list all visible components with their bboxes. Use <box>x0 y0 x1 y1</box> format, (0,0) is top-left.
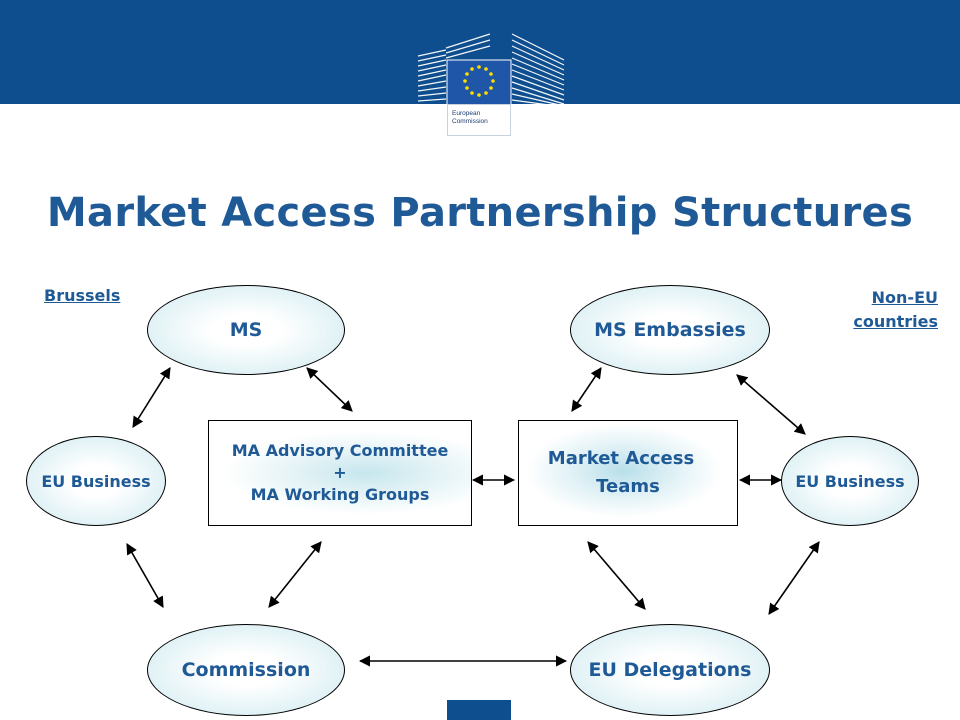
logo-caption: European Commission <box>447 104 511 136</box>
non-eu-line: Non-EU <box>871 288 938 307</box>
european-commission-logo <box>417 33 565 108</box>
arrow-ms-eubusiness <box>132 367 171 428</box>
arrow-teams-delegations <box>587 541 646 610</box>
node-eu-delegations: EU Delegations <box>570 624 770 716</box>
node-commission-label: Commission <box>181 659 311 681</box>
node-eu-business-right-label: EU Business <box>795 471 905 491</box>
logo-caption-line1: European <box>452 110 481 117</box>
arrow-embassies-teams <box>571 367 602 412</box>
node-ms-embassies: MS Embassies <box>570 285 770 375</box>
arrow-embassies-eubusiness <box>736 374 806 435</box>
node-teams-line2: Teams <box>596 476 660 497</box>
node-ms-embassies-label: MS Embassies <box>594 319 746 341</box>
arrow-eubusiness-delegations <box>768 541 820 615</box>
brussels-link[interactable]: Brussels <box>44 286 121 305</box>
node-commission: Commission <box>147 624 345 716</box>
arrow-ms-committee <box>306 367 353 412</box>
node-ma-committee-line2: + <box>333 463 347 482</box>
node-market-access-teams: Market Access Teams <box>518 420 738 526</box>
eu-stars-icon <box>463 65 495 97</box>
node-eu-business-left: EU Business <box>26 436 166 526</box>
node-teams-line1: Market Access <box>547 448 695 469</box>
logo-caption-line2: Commission <box>452 118 488 125</box>
node-eu-business-right: EU Business <box>781 436 919 526</box>
node-ms-label: MS <box>229 319 263 341</box>
countries-line: countries <box>853 312 938 331</box>
node-ma-committee: MA Advisory Committee + MA Working Group… <box>208 420 472 526</box>
arrow-eubusiness-commission <box>126 543 164 608</box>
node-ma-committee-line3: MA Working Groups <box>250 485 430 504</box>
node-eu-delegations-label: EU Delegations <box>588 659 752 681</box>
node-ms: MS <box>147 285 345 375</box>
page-title: Market Access Partnership Structures <box>46 190 914 236</box>
node-eu-business-left-label: EU Business <box>41 471 151 491</box>
arrow-committee-commission <box>268 541 322 608</box>
node-ma-committee-line1: MA Advisory Committee <box>231 441 449 460</box>
non-eu-countries-link[interactable]: Non-EU countries <box>853 286 938 334</box>
bottom-brand-tab <box>447 700 511 720</box>
